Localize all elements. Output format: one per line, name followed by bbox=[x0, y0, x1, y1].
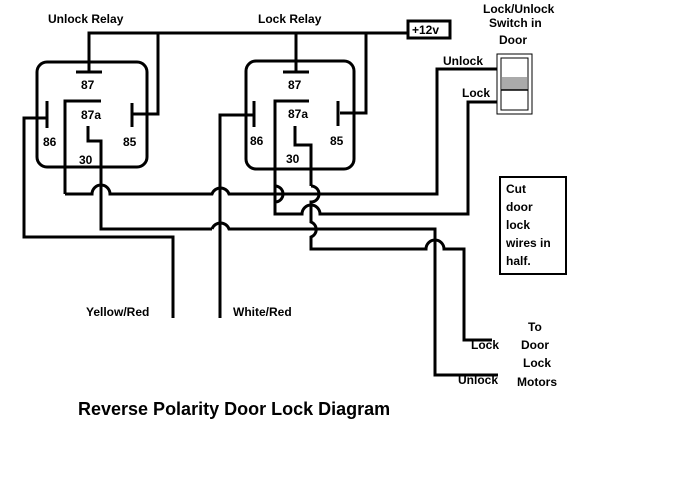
door-switch-rocker bbox=[502, 77, 527, 90]
switch-title-line-1: Lock/Unlock bbox=[483, 2, 555, 16]
switch-title-line-3: Door bbox=[499, 33, 527, 47]
relay2-86-wire bbox=[220, 115, 254, 318]
power-label: +12v bbox=[412, 23, 439, 37]
unlock-motor-wire bbox=[212, 223, 498, 375]
switch-lock-label: Lock bbox=[462, 86, 490, 100]
motors-title-line-2: Door bbox=[521, 338, 549, 352]
diagram-title: Reverse Polarity Door Lock Diagram bbox=[78, 399, 390, 419]
unlock-relay-label: Unlock Relay bbox=[48, 12, 124, 26]
unlock-switch-wire bbox=[65, 69, 497, 194]
note-line-4: wires in bbox=[505, 236, 551, 250]
relay1-pin-85: 85 bbox=[123, 135, 137, 149]
relay1-pin-86: 86 bbox=[43, 135, 57, 149]
relay1-pin-30: 30 bbox=[79, 153, 93, 167]
relay2-30-wire bbox=[311, 186, 492, 340]
relay2-pin-30: 30 bbox=[286, 152, 300, 166]
motors-title-line-1: To bbox=[528, 320, 542, 334]
relay1-30-contact bbox=[88, 126, 212, 229]
lock-relay-label: Lock Relay bbox=[258, 12, 322, 26]
motor-unlock-label: Unlock bbox=[458, 373, 498, 387]
note-line-2: door bbox=[506, 200, 533, 214]
relay2-pin-87a: 87a bbox=[288, 107, 308, 121]
yellow-red-label: Yellow/Red bbox=[86, 305, 149, 319]
note-line-3: lock bbox=[506, 218, 530, 232]
note-line-5: half. bbox=[506, 254, 531, 268]
motor-lock-label: Lock bbox=[471, 338, 499, 352]
relay1-pin-87: 87 bbox=[81, 78, 95, 92]
note-line-1: Cut bbox=[506, 182, 526, 196]
white-red-label: White/Red bbox=[233, 305, 292, 319]
relay1-pin-87a: 87a bbox=[81, 108, 101, 122]
relay2-pin-85: 85 bbox=[330, 134, 344, 148]
motors-title-line-3: Lock bbox=[523, 356, 551, 370]
relay2-pin-87: 87 bbox=[288, 78, 302, 92]
motors-title-line-4: Motors bbox=[517, 375, 557, 389]
relay2-pin-86: 86 bbox=[250, 134, 264, 148]
switch-title-line-2: Switch in bbox=[489, 16, 542, 30]
relay1-85-wire bbox=[132, 33, 158, 114]
relay2-87a-wire bbox=[275, 102, 497, 214]
switch-unlock-label: Unlock bbox=[443, 54, 483, 68]
